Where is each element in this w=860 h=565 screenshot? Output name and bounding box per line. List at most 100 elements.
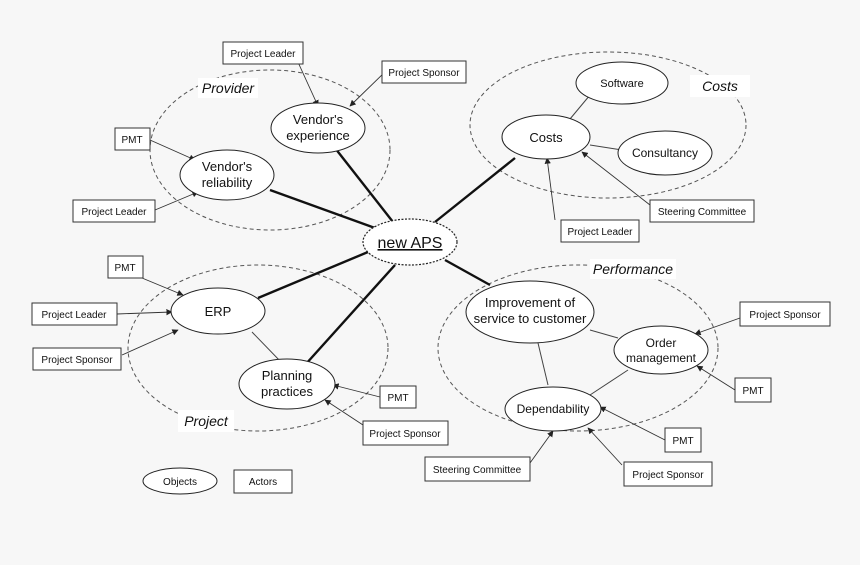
actor-project-sponsor-dependability: Project Sponsor bbox=[623, 461, 713, 487]
arrow-pl-top bbox=[296, 59, 319, 107]
actor-project-leader-top: Project Leader bbox=[222, 41, 304, 65]
arrow-ps-planning bbox=[324, 399, 364, 426]
svg-text:practices: practices bbox=[261, 384, 314, 399]
link-improvement-order bbox=[589, 329, 619, 339]
svg-text:Costs: Costs bbox=[529, 130, 563, 145]
arrow-pl-provider bbox=[154, 191, 199, 211]
object-costs: Costs bbox=[501, 114, 591, 160]
svg-text:PMT: PMT bbox=[742, 386, 763, 397]
svg-text:ERP: ERP bbox=[205, 304, 232, 319]
actor-project-sponsor-erp: Project Sponsor bbox=[32, 347, 122, 371]
legend-actors: Actors bbox=[233, 469, 293, 494]
svg-text:management: management bbox=[626, 351, 697, 365]
svg-text:PMT: PMT bbox=[114, 263, 135, 274]
svg-text:Dependability: Dependability bbox=[517, 402, 590, 416]
svg-text:Objects: Objects bbox=[163, 477, 197, 488]
svg-text:Performance: Performance bbox=[593, 261, 673, 277]
svg-text:service to customer: service to customer bbox=[474, 311, 587, 326]
actor-pmt-order: PMT bbox=[734, 377, 772, 403]
object-dependability: Dependability bbox=[504, 386, 602, 432]
svg-text:Project Sponsor: Project Sponsor bbox=[41, 355, 113, 366]
arrow-pmt-erp bbox=[141, 277, 184, 296]
arrow-ps-top bbox=[349, 71, 386, 107]
svg-text:Project Leader: Project Leader bbox=[41, 310, 107, 321]
actor-project-sponsor-top: Project Sponsor bbox=[381, 60, 467, 84]
legend-objects: Objects bbox=[142, 467, 218, 495]
actor-arrows bbox=[116, 59, 741, 466]
svg-text:experience: experience bbox=[286, 128, 350, 143]
link-center-costs bbox=[434, 157, 516, 223]
svg-text:new APS: new APS bbox=[378, 235, 443, 252]
object-vendor-reliability: Vendor's reliability bbox=[179, 149, 275, 201]
svg-text:PMT: PMT bbox=[121, 135, 142, 146]
actor-steering-committee-dependability: Steering Committee bbox=[424, 456, 531, 482]
link-center-experience bbox=[334, 147, 394, 223]
actor-project-leader-costs: Project Leader bbox=[560, 219, 640, 243]
svg-text:Steering Committee: Steering Committee bbox=[433, 465, 522, 476]
group-label-costs: Costs bbox=[690, 75, 750, 97]
svg-text:reliability: reliability bbox=[202, 175, 253, 190]
object-improvement-of-service: Improvement of service to customer bbox=[465, 280, 595, 344]
object-vendor-experience: Vendor's experience bbox=[270, 102, 366, 154]
actor-pmt-erp: PMT bbox=[107, 255, 144, 279]
arrow-ps-erp bbox=[121, 329, 179, 356]
group-provider-boundary bbox=[149, 69, 391, 231]
actor-project-sponsor-order: Project Sponsor bbox=[739, 301, 831, 327]
center-node-new-aps: new APS bbox=[362, 218, 458, 266]
arrow-pl-erp bbox=[116, 309, 173, 316]
svg-text:Steering Committee: Steering Committee bbox=[658, 207, 747, 218]
svg-text:Planning: Planning bbox=[262, 368, 313, 383]
link-center-reliability bbox=[269, 188, 376, 230]
svg-text:Costs: Costs bbox=[702, 78, 738, 94]
svg-text:Project Sponsor: Project Sponsor bbox=[369, 429, 441, 440]
link-center-erp bbox=[257, 250, 369, 300]
arrow-pmt-planning bbox=[332, 383, 381, 398]
group-label-project: Project bbox=[178, 410, 234, 432]
object-erp: ERP bbox=[170, 287, 266, 335]
arrow-pl-costs bbox=[544, 157, 556, 221]
link-center-improvement bbox=[444, 258, 491, 287]
actor-project-leader-erp: Project Leader bbox=[31, 302, 118, 326]
group-costs-boundary bbox=[469, 51, 747, 199]
actor-steering-committee-costs: Steering Committee bbox=[649, 199, 755, 223]
link-erp-planning bbox=[251, 331, 283, 364]
svg-text:PMT: PMT bbox=[387, 393, 408, 404]
link-order-dependability bbox=[589, 369, 629, 396]
arrow-steering-costs bbox=[581, 151, 651, 206]
object-software: Software bbox=[575, 61, 669, 105]
svg-text:Project: Project bbox=[184, 413, 229, 429]
object-planning-practices: Planning practices bbox=[238, 358, 336, 410]
svg-text:Project Leader: Project Leader bbox=[230, 49, 296, 60]
svg-text:Project Sponsor: Project Sponsor bbox=[749, 310, 821, 321]
link-costs-consultancy bbox=[589, 144, 623, 151]
svg-text:Project Sponsor: Project Sponsor bbox=[632, 470, 704, 481]
actor-project-sponsor-planning: Project Sponsor bbox=[362, 420, 449, 446]
svg-text:Software: Software bbox=[600, 78, 643, 90]
group-project-boundary bbox=[127, 264, 389, 432]
svg-text:Actors: Actors bbox=[249, 477, 277, 488]
svg-text:Vendor's: Vendor's bbox=[202, 159, 253, 174]
svg-text:Provider: Provider bbox=[202, 80, 255, 96]
actor-pmt-dependability: PMT bbox=[664, 427, 702, 453]
group-label-provider: Provider bbox=[198, 78, 258, 98]
object-order-management: Order management bbox=[613, 325, 709, 375]
arrow-pmt-provider bbox=[149, 139, 196, 161]
link-improvement-dependability bbox=[537, 342, 549, 386]
svg-text:Vendor's: Vendor's bbox=[293, 112, 344, 127]
svg-text:Project Leader: Project Leader bbox=[567, 227, 633, 238]
actor-pmt-planning: PMT bbox=[379, 385, 417, 409]
svg-text:Project Sponsor: Project Sponsor bbox=[388, 68, 460, 79]
center-connections bbox=[257, 147, 516, 366]
svg-text:Improvement of: Improvement of bbox=[485, 295, 576, 310]
object-consultancy: Consultancy bbox=[617, 130, 713, 176]
arrow-pmt-dep bbox=[599, 406, 666, 441]
svg-text:Order: Order bbox=[646, 336, 677, 350]
svg-text:PMT: PMT bbox=[672, 436, 693, 447]
group-label-performance: Performance bbox=[590, 259, 676, 279]
link-center-planning bbox=[304, 264, 396, 366]
arrow-ps-dep bbox=[587, 427, 623, 466]
actor-project-leader-provider: Project Leader bbox=[72, 199, 156, 223]
svg-text:Project Leader: Project Leader bbox=[81, 207, 147, 218]
arrow-steering-dep bbox=[529, 430, 554, 464]
